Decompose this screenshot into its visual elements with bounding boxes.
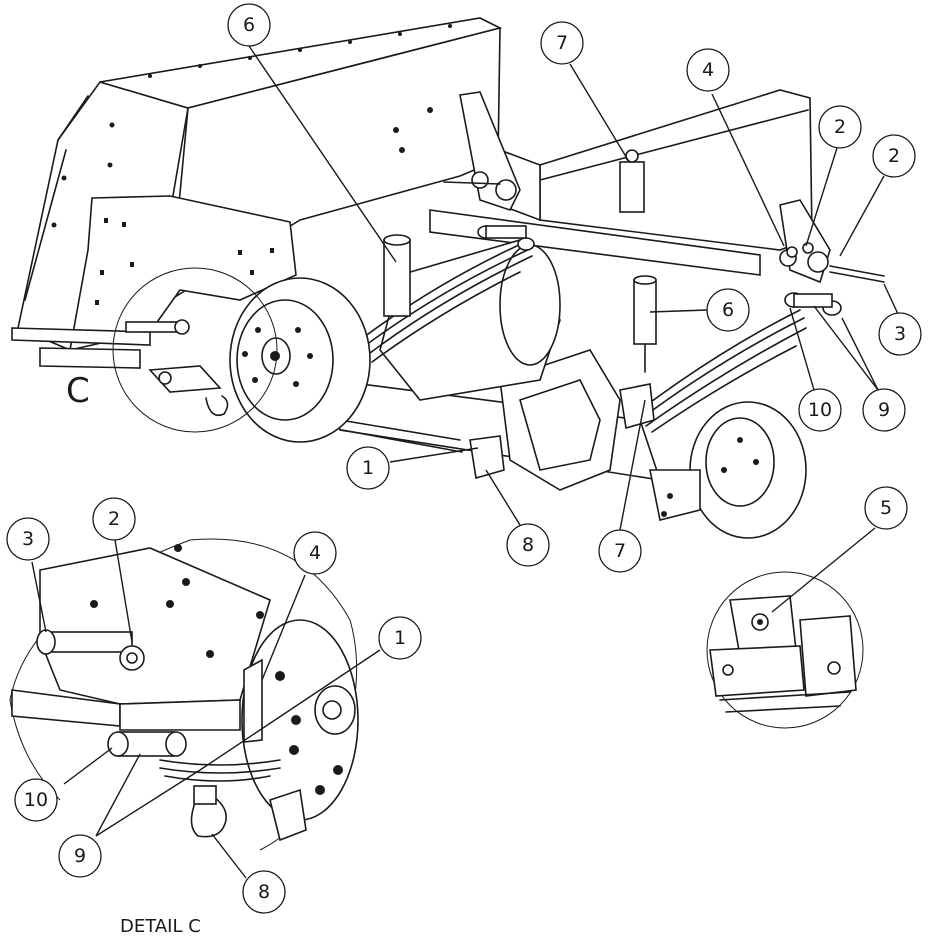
svg-text:6: 6 — [722, 299, 734, 321]
svg-text:5: 5 — [880, 497, 892, 519]
callout-5: 5 — [864, 486, 908, 530]
svg-text:7: 7 — [556, 32, 568, 54]
svg-text:2: 2 — [834, 116, 846, 138]
callout-6: 6 — [706, 288, 750, 332]
callout-8: 8 — [506, 523, 550, 567]
svg-text:8: 8 — [258, 881, 270, 903]
callout-10: 10 — [798, 388, 842, 432]
callout-3: 3 — [6, 517, 50, 561]
callout-4: 4 — [686, 48, 730, 92]
svg-text:10: 10 — [24, 789, 48, 811]
detail-title: DETAIL C — [120, 916, 201, 937]
callout-9: 9 — [862, 388, 906, 432]
callout-7: 7 — [598, 529, 642, 573]
spring-bushing — [477, 225, 842, 316]
svg-text:7: 7 — [614, 540, 626, 562]
callout-6: 6 — [227, 3, 271, 47]
small-detail-view — [706, 571, 864, 729]
callout-2: 2 — [818, 105, 862, 149]
callout-8: 8 — [242, 870, 286, 914]
svg-text:10: 10 — [808, 399, 832, 421]
svg-text:1: 1 — [394, 627, 406, 649]
svg-text:9: 9 — [74, 845, 86, 867]
callout-7: 7 — [540, 21, 584, 65]
callout-2: 2 — [872, 134, 916, 178]
svg-text:3: 3 — [894, 323, 906, 345]
trailer-frame — [11, 17, 831, 369]
svg-text:2: 2 — [888, 145, 900, 167]
svg-text:2: 2 — [108, 508, 120, 530]
callout-10: 10 — [14, 778, 58, 822]
leader-lines — [31, 45, 899, 879]
left-wheel-hub — [229, 277, 371, 443]
svg-text:4: 4 — [309, 542, 321, 564]
callout-3: 3 — [878, 312, 922, 356]
svg-text:9: 9 — [878, 399, 890, 421]
axle-assembly — [328, 149, 842, 491]
svg-text:4: 4 — [702, 59, 714, 81]
callout-1: 1 — [346, 446, 390, 490]
detail-c-boundary — [112, 267, 278, 433]
svg-text:3: 3 — [22, 528, 34, 550]
right-wheel-hub — [649, 401, 807, 539]
callout-2: 2 — [92, 497, 136, 541]
detail-marker: C — [66, 371, 90, 411]
callout-1: 1 — [378, 616, 422, 660]
svg-text:8: 8 — [522, 534, 534, 556]
callout-4: 4 — [293, 531, 337, 575]
right-pin-hardware — [786, 242, 885, 283]
left-pin-hardware — [125, 319, 229, 417]
shock-absorber — [383, 149, 657, 373]
svg-text:6: 6 — [243, 14, 255, 36]
detail-c-view — [9, 538, 359, 851]
callout-9: 9 — [58, 834, 102, 878]
svg-text:1: 1 — [362, 457, 374, 479]
